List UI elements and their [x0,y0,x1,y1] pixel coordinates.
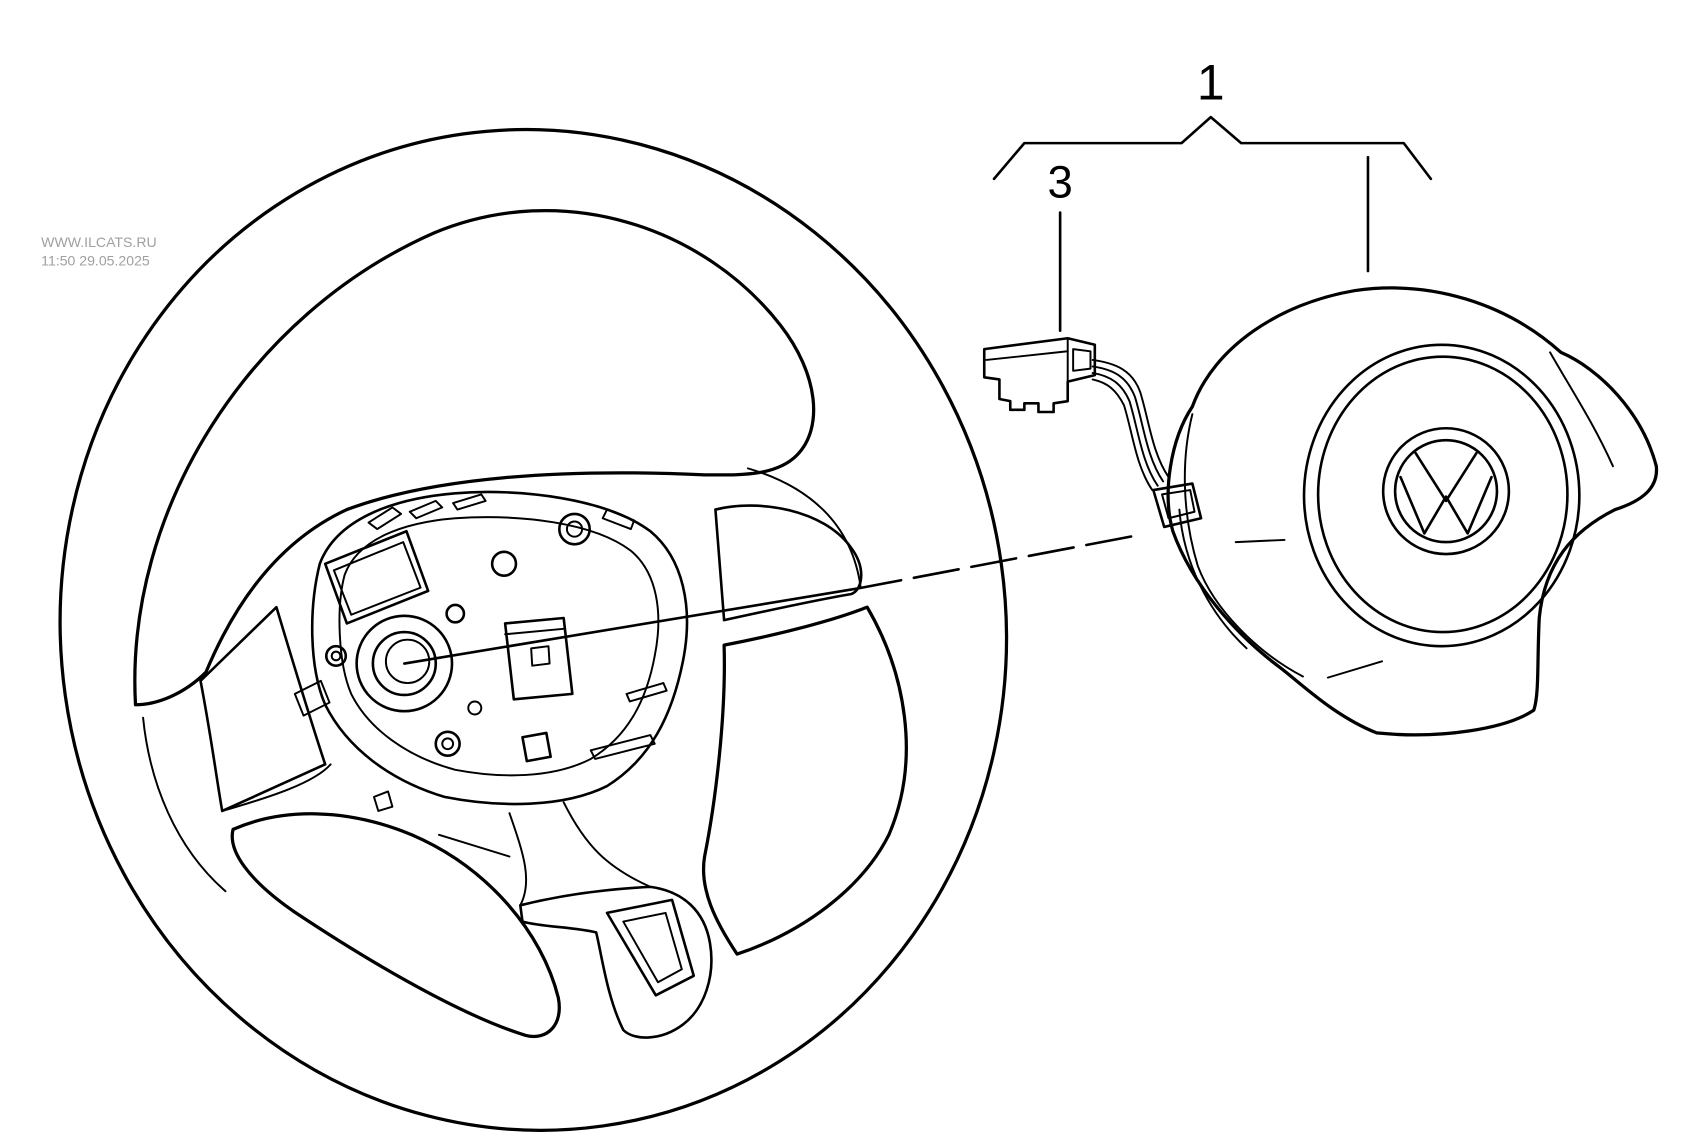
wire-1 [1091,358,1170,479]
bolt-small [467,700,483,716]
fitting-top-mid [490,550,518,578]
left-spoke-edge [221,763,332,812]
vw-logo-outer [1381,426,1511,556]
vw-logo-v [1414,451,1478,503]
vw-logo-w [1399,475,1493,535]
wheel-lower-right-opening [702,605,908,956]
bolt-lower-core [441,737,455,751]
left-spoke-tab [293,679,331,717]
wheel-upper-opening [133,208,816,707]
hub-slot-right-2 [625,682,668,703]
bottom-spoke-slot [605,898,696,997]
airbag-module [1152,286,1658,737]
connector-body [982,336,1097,414]
bottom-spoke-line-3 [438,833,511,858]
airbag-side-contour [1183,413,1304,678]
wire-harness [1091,358,1170,492]
left-spoke-block [199,605,327,813]
hub-cover-rect [323,529,430,625]
connector-top-edge [985,350,1069,361]
square-nut [521,731,552,763]
bottom-spoke-slot-inner [622,911,683,984]
hub-plate [310,490,689,806]
hub-slot-4 [601,508,636,531]
bolt-left-core [330,650,342,662]
fitting-top-right [558,512,591,546]
hub-cover-rect-inner [332,541,422,616]
hub-center-bore [384,638,431,685]
wire-4 [1091,378,1154,492]
bolt-left [324,644,348,668]
airbag-side-contour-2 [1178,508,1248,650]
wheel-outer-rim [58,127,1009,1132]
airbag-seam-right [1549,351,1614,468]
bolt-lower [434,730,461,757]
wheel-lower-left-opening [230,812,561,1039]
bottom-spoke-line-1 [562,801,652,888]
airbag-seam-left [1234,538,1286,544]
vw-logo-inner [1393,438,1499,544]
assembly-axis-dashed [855,534,1138,591]
hub-slot-2 [408,499,444,520]
vw-logo-icon [1381,426,1511,556]
callout-1[interactable]: 1 [1197,55,1225,111]
watermark-timestamp: 11:50 29.05.2025 [41,253,150,269]
hub-slot-1 [367,506,403,531]
airbag-outline [1166,286,1658,737]
rim-ridge-left [142,716,227,893]
airbag-ring-inner [1316,355,1569,634]
wire-3 [1091,371,1159,487]
fitting-top-right-core [565,520,584,538]
hub-switch-box [503,616,574,701]
right-spoke-block [714,504,863,622]
assembly-axis-solid [403,587,858,665]
steering-wheel [58,127,1009,1132]
rim-ridge-right [746,467,862,589]
airbag-plug-clip-inner [1161,489,1196,520]
connector-plug [982,336,1097,414]
connector-latch [1072,348,1092,372]
bottom-tab [372,790,394,812]
callout-bracket [992,115,1433,181]
bottom-spoke [519,885,713,1039]
bottom-spoke-line-2 [508,812,528,907]
hub-slot-right-1 [589,734,656,760]
airbag-seam-bottom [1326,660,1384,679]
bolt-upper [445,603,466,624]
hub-slot-3 [452,493,487,511]
hub-plate-inner [338,516,660,777]
hub-switch-detail [530,645,551,667]
wire-2 [1091,365,1165,483]
callout-bracket-1 [992,115,1433,273]
airbag-ring-outer [1302,343,1581,648]
airbag-plug-clip [1152,482,1203,529]
hub-center-outer [371,630,438,697]
callout-3[interactable]: 3 [1047,156,1072,207]
watermark-site: WWW.ILCATS.RU [41,234,156,250]
hub-center-ring [355,614,454,713]
hub-switch-lip [504,627,565,636]
